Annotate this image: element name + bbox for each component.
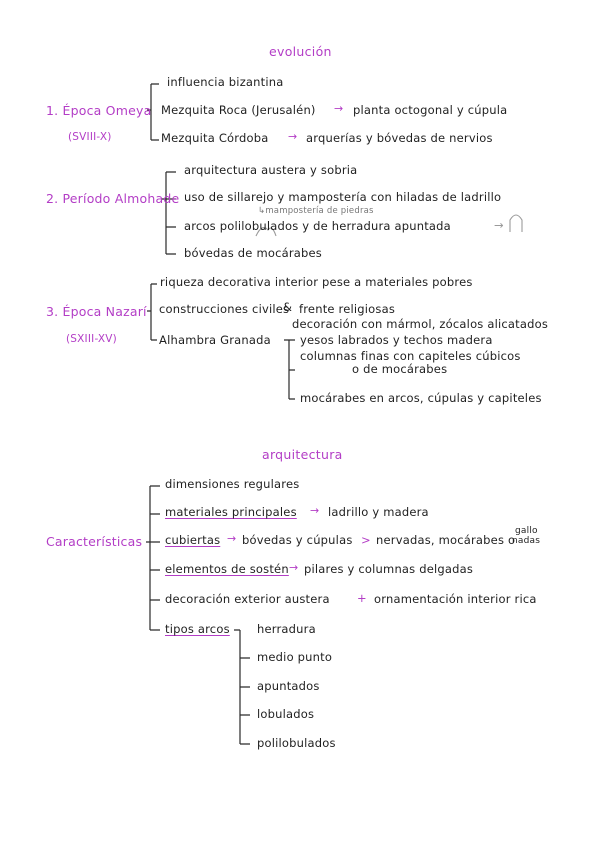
omeya-item-planta: planta octogonal y cúpula (353, 103, 508, 117)
omeya-item-bizantina: influencia bizantina (167, 75, 284, 89)
section-title-evolucion: evolución (269, 44, 332, 59)
ampersand: & (283, 300, 293, 314)
item-sosten-value: pilares y columnas delgadas (304, 562, 474, 576)
item-cubiertas-extra: nervadas, mocárabes o (376, 533, 516, 547)
caracteristicas-label: Características (46, 534, 143, 549)
arrow-icon: → (227, 532, 237, 545)
omeya-item-mezquita-roca: Mezquita Roca (Jerusalén) (161, 103, 316, 117)
item-cubiertas-value: bóvedas y cúpulas (242, 533, 353, 547)
almohade-item-arcos: arcos polilobulados y de herradura apunt… (184, 219, 451, 233)
arco-polilobulados: polilobulados (257, 736, 336, 750)
omeya-item-arquerias: arquerías y bóvedas de nervios (306, 131, 493, 145)
arrow-icon: → (289, 561, 299, 574)
item-cubiertas-label: cubiertas (165, 533, 221, 547)
nazari-item-alhambra: Alhambra Granada (159, 333, 271, 347)
omeya-label: 1. Época Omeya (46, 103, 152, 118)
alhambra-marmol: decoración con mármol, zócalos alicatado… (292, 317, 549, 331)
almohade-note: ↳mampostería de piedras (258, 206, 374, 216)
item-tipos-arcos: tipos arcos (165, 622, 230, 636)
item-sosten-label: elementos de sostén (165, 562, 289, 576)
nazari-period: (SXIII-XV) (66, 333, 117, 345)
alhambra-mocarabes: mocárabes en arcos, cúpulas y capiteles (300, 391, 542, 405)
arrow-icon: → (494, 218, 504, 232)
item-gallo-bottom: nadas (512, 536, 541, 546)
arco-apuntados: apuntados (257, 679, 320, 693)
lobed-arch-sketch-icon (255, 227, 277, 237)
omeya-item-mezquita-cordoba: Mezquita Córdoba (161, 131, 269, 145)
arrow-icon: → (288, 130, 298, 143)
nazari-item-riqueza: riqueza decorativa interior pese a mater… (160, 275, 473, 289)
alhambra-columnas-cont: o de mocárabes (352, 362, 448, 376)
arco-lobulados: lobulados (257, 707, 315, 721)
item-decoracion-exterior: decoración exterior austera (165, 592, 330, 606)
arco-herradura: herradura (257, 622, 316, 636)
item-dimensiones: dimensiones regulares (165, 477, 300, 491)
almohade-label: 2. Período Almohade (46, 191, 180, 206)
arrow-icon: → (334, 102, 344, 115)
nazari-item-religiosas: frente religiosas (299, 302, 396, 316)
nazari-item-civiles: construcciones civiles (159, 302, 290, 316)
almohade-item-mocarabes: bóvedas de mocárabes (184, 246, 322, 260)
almohade-item-austera: arquitectura austera y sobria (184, 163, 358, 177)
almohade-item-sillarejo: uso de sillarejo y mampostería con hilad… (184, 190, 502, 204)
nazari-label: 3. Época Nazarí (46, 304, 147, 319)
arch-sketch-icon (509, 214, 523, 232)
section-title-arquitectura: arquitectura (262, 447, 343, 462)
omeya-period: (SVIII-X) (68, 131, 112, 143)
item-cubiertas-sep: > (361, 533, 371, 547)
item-materiales-label: materiales principales (165, 505, 297, 519)
arco-medio-punto: medio punto (257, 650, 333, 664)
alhambra-yesos: yesos labrados y techos madera (300, 333, 493, 347)
item-gallo-top: gallo (515, 526, 538, 536)
alhambra-columnas: columnas finas con capiteles cúbicos (300, 349, 521, 363)
arrow-icon: → (310, 504, 320, 517)
item-materiales-value: ladrillo y madera (328, 505, 429, 519)
item-plus: + (357, 591, 367, 605)
item-decoracion-interior: ornamentación interior rica (374, 592, 537, 606)
